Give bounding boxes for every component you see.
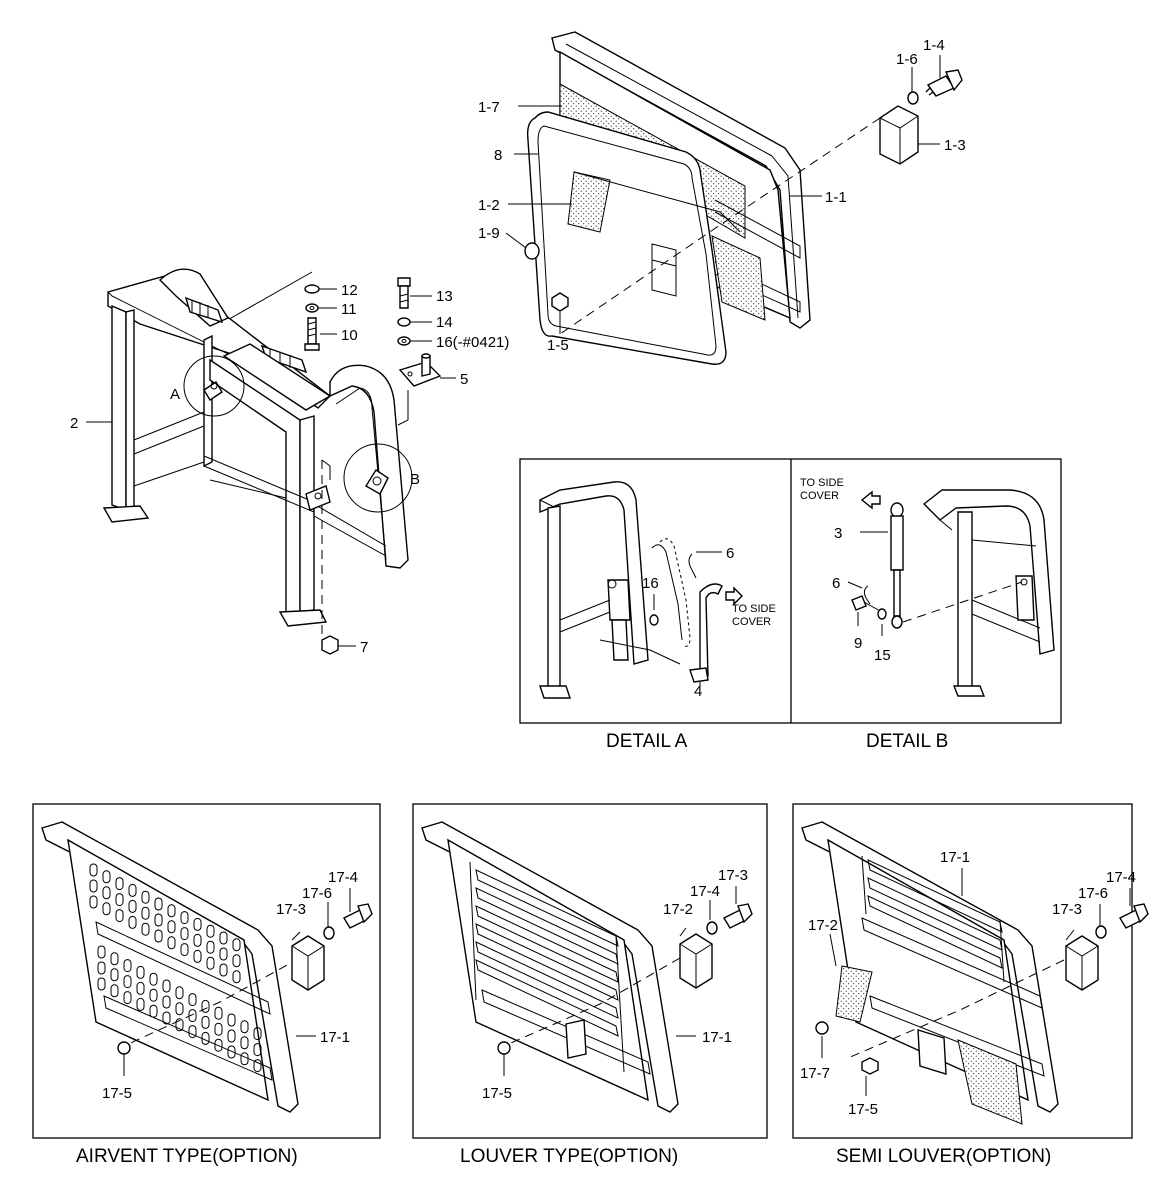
detail-a-label-4: 4	[694, 683, 702, 700]
detail-b-note-line-2: COVER	[800, 490, 839, 502]
detail-a-title: DETAIL A	[606, 731, 688, 752]
option-boxes	[32, 803, 1133, 1139]
detail-b-label-3: 3	[834, 525, 842, 542]
airvent-drawing	[41, 821, 373, 1113]
label-1-7: 1-7	[478, 99, 500, 116]
detail-b-note-line-1: TO SIDE	[800, 477, 844, 489]
louver-label-17-5: 17-5	[482, 1085, 512, 1102]
detail-a-label-6: 6	[726, 545, 734, 562]
detail-b-callout-circle	[343, 443, 413, 513]
nut-1-5	[551, 292, 569, 312]
label-B: B	[410, 471, 420, 488]
semi-louver-drawing	[801, 821, 1149, 1125]
detail-b-label-15: 15	[874, 647, 891, 664]
airvent-title: AIRVENT TYPE(OPTION)	[76, 1146, 298, 1167]
louver-drawing	[421, 821, 753, 1113]
label-13: 13	[436, 288, 453, 305]
airvent-label-17-3: 17-3	[276, 901, 306, 918]
semi-louver-label-17-1: 17-1	[940, 849, 970, 866]
labels: 1-4 1-6 1-7 1-3 8 1-1 1-2 1-9 1-5 12 13 …	[70, 37, 1136, 1167]
bolt-1-4	[925, 69, 963, 97]
label-1-5: 1-5	[547, 337, 569, 354]
insulation-pad-lower	[711, 235, 766, 321]
detail-a-label-16: 16	[642, 575, 659, 592]
louver-label-17-4: 17-4	[690, 883, 720, 900]
label-1-1: 1-1	[825, 189, 847, 206]
semi-louver-label-17-6: 17-6	[1078, 885, 1108, 902]
main-hardware	[304, 277, 442, 655]
detail-b-label-9: 9	[854, 635, 862, 652]
label-16: 16(-#0421)	[436, 334, 509, 351]
bolt-13	[397, 277, 411, 309]
semi-louver-pad-left	[835, 965, 873, 1023]
label-12: 12	[341, 282, 358, 299]
detail-box	[519, 458, 1062, 724]
washer-11	[305, 303, 319, 313]
washer-1-6	[907, 91, 919, 105]
semi-louver-pad-right	[957, 1039, 1023, 1125]
label-1-3: 1-3	[944, 137, 966, 154]
airvent-label-17-4: 17-4	[328, 869, 358, 886]
semi-louver-slats	[861, 855, 1005, 983]
side-cover-assembly	[524, 31, 963, 365]
label-1-2: 1-2	[478, 197, 500, 214]
washer-12	[304, 284, 320, 294]
semi-louver-label-17-5: 17-5	[848, 1101, 878, 1118]
label-11: 11	[341, 301, 357, 318]
semi-louver-label-17-2: 17-2	[808, 917, 838, 934]
airvent-label-17-5: 17-5	[102, 1085, 132, 1102]
airvent-slots	[89, 863, 262, 1073]
label-14: 14	[436, 314, 453, 331]
detail-a-note-line-2: COVER	[732, 616, 771, 628]
label-10: 10	[341, 327, 358, 344]
louver-slats	[469, 861, 625, 1073]
label-8: 8	[494, 147, 502, 164]
support-frame	[102, 268, 413, 636]
washer-14	[397, 317, 411, 327]
semi-louver-label-17-4: 17-4	[1106, 869, 1136, 886]
detail-b-drawing	[847, 489, 1055, 697]
main-leaders	[86, 55, 941, 647]
semi-louver-label-17-3: 17-3	[1052, 901, 1082, 918]
rubber-stopper	[879, 105, 919, 165]
insulation-pad-center	[567, 171, 611, 233]
label-A: A	[170, 386, 180, 403]
semi-louver-label-17-7: 17-7	[800, 1065, 830, 1082]
washer-16	[397, 336, 411, 346]
louver-label-17-2: 17-2	[663, 901, 693, 918]
detail-a-callout-circle	[183, 355, 245, 417]
louver-label-17-1: 17-1	[702, 1029, 732, 1046]
louver-title: LOUVER TYPE(OPTION)	[460, 1146, 678, 1167]
label-1-4: 1-4	[923, 37, 945, 54]
label-1-9: 1-9	[478, 225, 500, 242]
label-5: 5	[460, 371, 468, 388]
detail-b-label-6: 6	[832, 575, 840, 592]
clip-1-9	[524, 242, 540, 260]
semi-louver-title: SEMI LOUVER(OPTION)	[836, 1146, 1051, 1167]
label-2: 2	[70, 415, 78, 432]
nut-7	[321, 635, 339, 655]
label-1-6: 1-6	[896, 51, 918, 68]
label-7: 7	[360, 639, 368, 656]
gas-spring-3	[890, 502, 904, 629]
detail-b-title: DETAIL B	[866, 731, 948, 752]
louver-label-17-3: 17-3	[718, 867, 748, 884]
bolt-10	[304, 317, 320, 351]
detail-a-note-line-1: TO SIDE	[732, 603, 776, 615]
stopper-plate-5	[398, 353, 442, 387]
airvent-label-17-1: 17-1	[320, 1029, 350, 1046]
airvent-label-17-6: 17-6	[302, 885, 332, 902]
detail-a-drawing	[539, 481, 743, 699]
